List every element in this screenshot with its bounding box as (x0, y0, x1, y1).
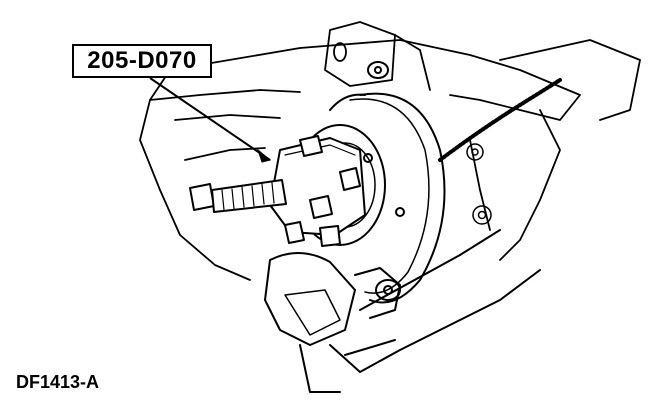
figure-id: DF1413-A (16, 372, 100, 392)
chassis-outline (139, 21, 641, 281)
steering-knuckle (264, 229, 541, 393)
forcing-screw (189, 179, 287, 213)
tool-number-label: 205-D070 (87, 47, 197, 74)
puller-plate (269, 137, 366, 236)
tool-number-callout: 205-D070 (72, 44, 212, 78)
lug-nuts (284, 135, 361, 247)
brake-rotor (329, 61, 446, 304)
abs-sensor-cable (438, 78, 562, 225)
